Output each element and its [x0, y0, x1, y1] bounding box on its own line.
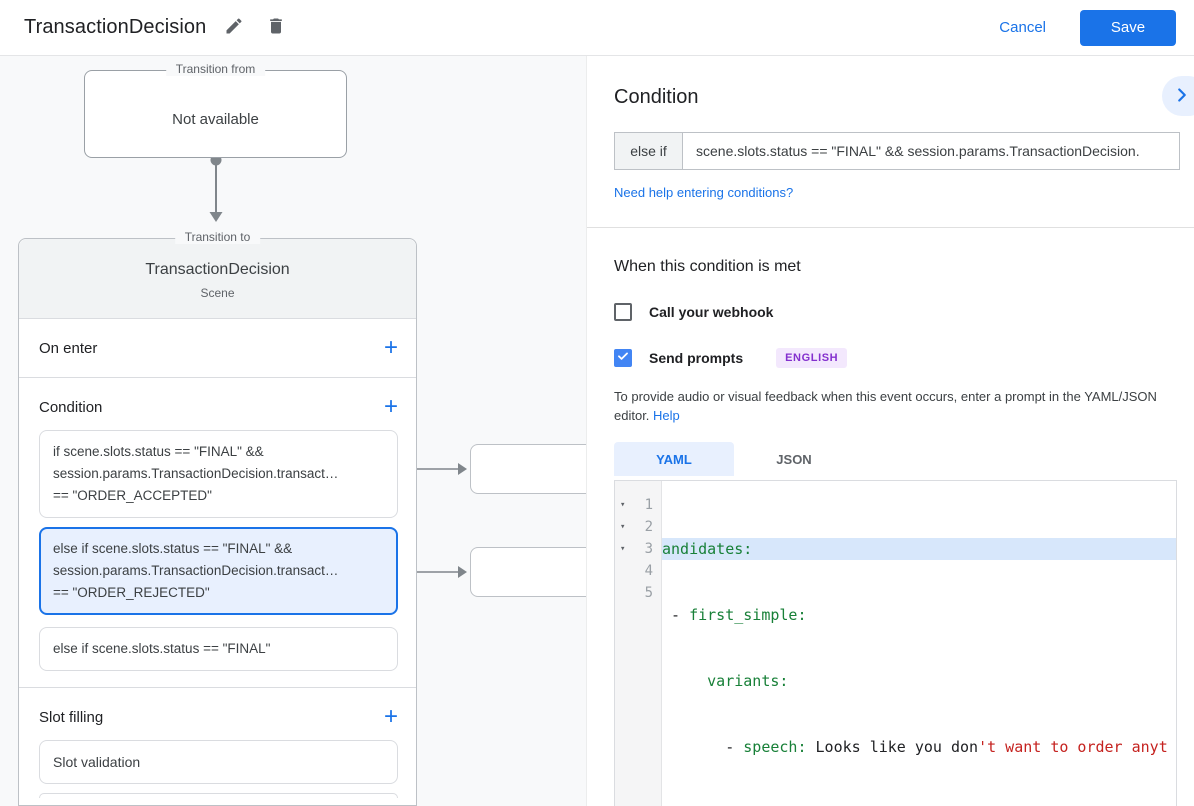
- fold-toggle-icon[interactable]: ▾: [620, 500, 626, 510]
- editor-code-area[interactable]: andidates: - first_simple: variants: - s…: [662, 481, 1176, 806]
- transition-target-box-2[interactable]: [470, 547, 586, 597]
- top-bar: TransactionDecision Cancel Save: [0, 0, 1194, 56]
- pencil-icon: [224, 16, 244, 39]
- transition-target-box-1[interactable]: [470, 444, 586, 494]
- when-condition-heading: When this condition is met: [614, 258, 801, 275]
- language-badge: ENGLISH: [776, 348, 848, 368]
- editor-format-tabs: YAML JSON: [614, 442, 1180, 476]
- transition-from-legend: Transition from: [165, 62, 266, 76]
- condition-expression-row: else if: [614, 132, 1180, 170]
- chevron-right-icon: [1171, 84, 1193, 109]
- fold-toggle-icon[interactable]: ▾: [620, 544, 626, 554]
- condition-line: else if scene.slots.status == "FINAL": [53, 641, 271, 656]
- tab-yaml[interactable]: YAML: [614, 442, 734, 476]
- webhook-row: Call your webhook: [614, 303, 1180, 321]
- on-enter-label: On enter: [39, 339, 98, 357]
- condition-card-order-rejected-selected[interactable]: else if scene.slots.status == "FINAL" &&…: [39, 527, 398, 615]
- call-webhook-checkbox[interactable]: [614, 303, 632, 321]
- cancel-button[interactable]: Cancel: [999, 19, 1046, 36]
- slot-validation-card[interactable]: Slot validation: [39, 740, 398, 784]
- condition-card-order-accepted[interactable]: if scene.slots.status == "FINAL" && sess…: [39, 430, 398, 518]
- send-prompts-label: Send prompts: [649, 350, 744, 366]
- condition-line: if scene.slots.status == "FINAL" &&: [53, 444, 264, 459]
- transition-to-legend: Transition to: [174, 230, 261, 244]
- scene-type-label: Scene: [200, 286, 235, 300]
- code-line-3: variants:: [707, 672, 789, 690]
- on-enter-section: On enter +: [19, 319, 416, 378]
- yaml-code-editor[interactable]: ▾ 1 ▾ 2 ▾ 3 4 5 andidates: - first_simple: …: [614, 480, 1177, 806]
- collapse-panel-button[interactable]: [1162, 76, 1194, 116]
- code-line-1: andidates:: [662, 538, 1176, 560]
- feedback-hint: To provide audio or visual feedback when…: [614, 387, 1180, 425]
- transition-from-value: Not available: [172, 111, 259, 128]
- condition-section-label: Condition: [39, 398, 103, 416]
- delete-scene-button[interactable]: [262, 14, 290, 42]
- condition-section: Condition + if scene.slots.status == "FI…: [19, 378, 416, 688]
- condition-expression-input[interactable]: [683, 133, 1179, 169]
- flow-canvas: Transition from Not available Transition…: [0, 56, 586, 806]
- tab-json[interactable]: JSON: [776, 451, 812, 467]
- condition-prefix-label: else if: [615, 133, 683, 169]
- transition-from-box[interactable]: Transition from Not available: [84, 62, 347, 158]
- scene-card: Transition to TransactionDecision Scene …: [18, 230, 417, 806]
- code-line-5: [662, 802, 1176, 806]
- call-webhook-label: Call your webhook: [649, 304, 774, 320]
- slot-card-partial[interactable]: [39, 793, 398, 798]
- line-number: 5: [644, 585, 653, 601]
- send-prompts-checkbox[interactable]: [614, 349, 632, 367]
- line-number: 1: [644, 497, 653, 513]
- slot-filling-label: Slot filling: [39, 708, 104, 726]
- line-number: 2: [644, 519, 653, 535]
- panel-divider: [587, 227, 1194, 228]
- slot-filling-section: Slot filling + Slot validation: [19, 688, 416, 806]
- checkmark-icon: [616, 349, 630, 368]
- add-condition-button[interactable]: +: [383, 393, 398, 420]
- trash-icon: [266, 16, 286, 39]
- condition-line: session.params.TransactionDecision.trans…: [53, 563, 339, 578]
- help-link[interactable]: Help: [653, 408, 680, 423]
- condition-line: == "ORDER_REJECTED": [53, 585, 210, 600]
- line-number: 4: [644, 563, 653, 579]
- condition-editor-panel: Condition else if Need help entering con…: [586, 56, 1194, 806]
- code-line-4: - speech: Looks like you don't want to o…: [662, 738, 1168, 756]
- save-button[interactable]: Save: [1080, 9, 1176, 46]
- line-number: 3: [644, 541, 653, 557]
- scene-name: TransactionDecision: [145, 261, 290, 278]
- feedback-text: To provide audio or visual feedback when…: [614, 389, 1157, 423]
- condition-heading: Condition: [614, 86, 699, 108]
- editor-gutter: ▾ 1 ▾ 2 ▾ 3 4 5: [615, 481, 662, 806]
- add-on-enter-button[interactable]: +: [383, 334, 398, 361]
- condition-help-link[interactable]: Need help entering conditions?: [614, 185, 794, 200]
- condition-line: else if scene.slots.status == "FINAL" &&: [53, 541, 293, 556]
- fold-toggle-icon[interactable]: ▾: [620, 522, 626, 532]
- condition-line: == "ORDER_ACCEPTED": [53, 488, 212, 503]
- scene-header[interactable]: TransactionDecision Scene: [19, 239, 416, 319]
- condition-line: session.params.TransactionDecision.trans…: [53, 466, 339, 481]
- send-prompts-row: Send prompts ENGLISH: [614, 348, 1180, 368]
- code-line-2: - first_simple:: [662, 606, 807, 624]
- page-title: TransactionDecision: [24, 16, 207, 38]
- condition-card-final[interactable]: else if scene.slots.status == "FINAL": [39, 627, 398, 671]
- add-slot-button[interactable]: +: [383, 703, 398, 730]
- edit-scene-name-button[interactable]: [220, 14, 248, 42]
